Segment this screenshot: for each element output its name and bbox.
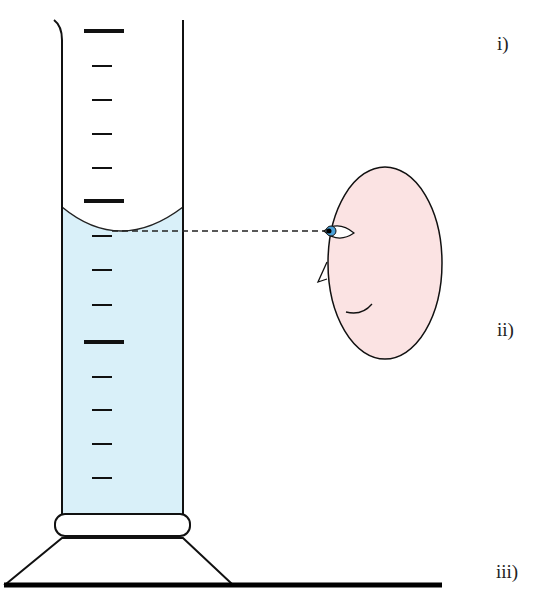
cylinder-wall bbox=[182, 20, 184, 516]
cylinder-wall bbox=[54, 20, 62, 516]
eye bbox=[324, 226, 354, 238]
face bbox=[328, 167, 442, 359]
pupil bbox=[327, 229, 332, 234]
question-number: iii) bbox=[496, 562, 518, 581]
question-number: ii) bbox=[497, 320, 514, 339]
sight-line bbox=[112, 230, 330, 232]
nose bbox=[318, 262, 327, 282]
bench bbox=[4, 583, 442, 588]
meniscus bbox=[62, 207, 183, 231]
cylinder-foot bbox=[6, 538, 232, 584]
iris bbox=[326, 226, 336, 236]
scale-ticks bbox=[84, 31, 124, 478]
liquid bbox=[62, 207, 183, 516]
cylinder-collar bbox=[55, 514, 190, 536]
question-number: i) bbox=[497, 34, 509, 53]
mouth bbox=[346, 304, 372, 313]
